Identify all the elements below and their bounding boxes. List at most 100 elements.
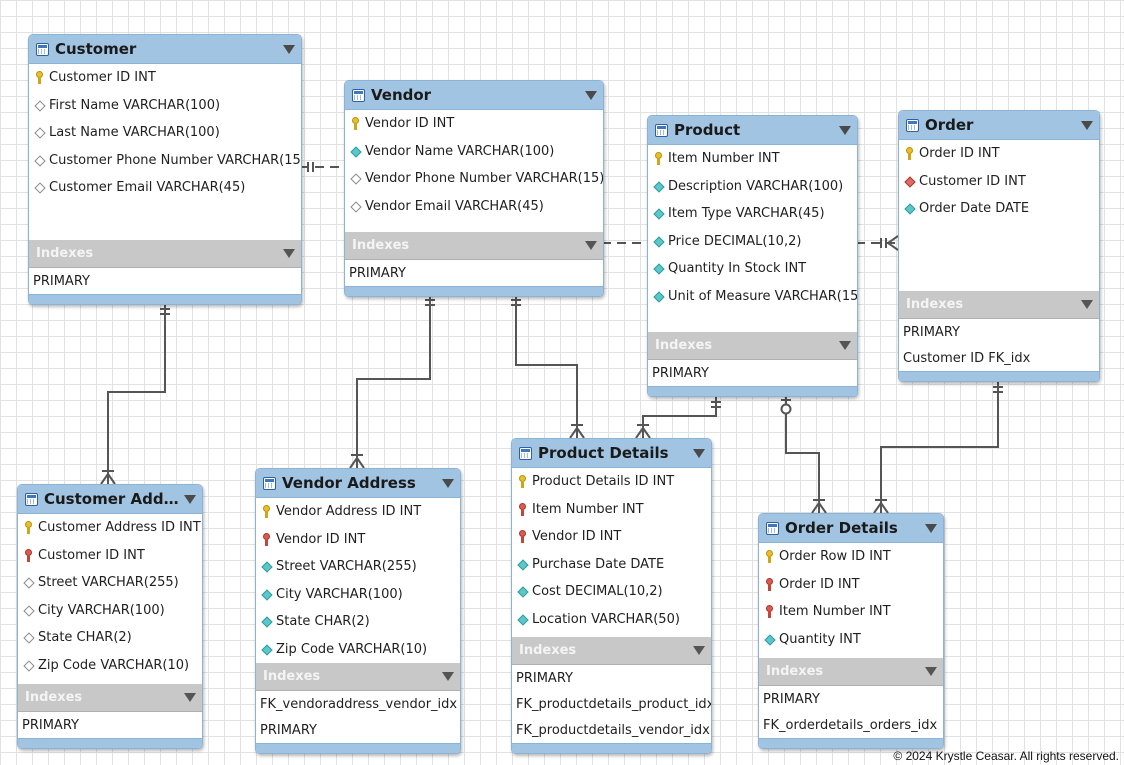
column-row[interactable]: Product Details ID INT [512, 468, 711, 496]
column-row[interactable]: Description VARCHAR(100) [648, 173, 857, 201]
column-row[interactable]: Customer Phone Number VARCHAR(15) [29, 147, 301, 175]
table-customer-address[interactable]: Customer Address Customer Address ID INT… [17, 484, 203, 749]
column-row[interactable]: Street VARCHAR(255) [18, 569, 202, 597]
table-title: Vendor [371, 86, 432, 104]
indexes-header[interactable]: Indexes [899, 291, 1099, 319]
column-row[interactable]: City VARCHAR(100) [256, 581, 460, 609]
index-row[interactable]: PRIMARY [652, 365, 709, 381]
column-row[interactable]: Order Date DATE [899, 195, 1099, 223]
column-row[interactable]: Cost DECIMAL(10,2) [512, 578, 711, 606]
column-row[interactable]: Order Row ID INT [759, 543, 943, 571]
column-row[interactable]: Item Type VARCHAR(45) [648, 200, 857, 228]
collapse-arrow-icon[interactable] [585, 90, 597, 100]
index-row[interactable]: PRIMARY [516, 670, 573, 686]
indexes-header[interactable]: Indexes [759, 658, 943, 686]
column-row[interactable]: First Name VARCHAR(100) [29, 92, 301, 120]
column-row[interactable]: City VARCHAR(100) [18, 597, 202, 625]
column-row[interactable]: Vendor Email VARCHAR(45) [345, 193, 603, 221]
indexes-header[interactable]: Indexes [512, 637, 711, 665]
collapse-arrow-icon[interactable] [442, 478, 454, 488]
table-header[interactable]: Customer Address [18, 485, 202, 514]
column-row[interactable]: Order ID INT [759, 571, 943, 599]
collapse-arrow-icon[interactable] [184, 693, 196, 702]
column-label: Vendor ID INT [365, 116, 455, 132]
table-header[interactable]: Vendor Address [256, 469, 460, 498]
index-row[interactable]: PRIMARY [260, 722, 317, 738]
column-row[interactable]: Zip Code VARCHAR(10) [256, 636, 460, 664]
column-row[interactable]: State CHAR(2) [256, 608, 460, 636]
collapse-arrow-icon[interactable] [1081, 120, 1093, 130]
table-header[interactable]: Vendor [345, 81, 603, 110]
table-header[interactable]: Product Details [512, 439, 711, 468]
collapse-arrow-icon[interactable] [283, 44, 295, 54]
index-row[interactable]: FK_vendoraddress_vendor_idx [260, 696, 458, 712]
collapse-arrow-icon[interactable] [585, 241, 597, 250]
column-row[interactable]: Unit of Measure VARCHAR(15) [648, 283, 857, 311]
column-row[interactable]: Customer Address ID INT [18, 514, 202, 542]
column-row[interactable]: Order ID INT [899, 140, 1099, 168]
table-vendor[interactable]: Vendor Vendor ID INT Vendor Name VARCHAR(… [344, 80, 604, 297]
table-footer [648, 386, 857, 396]
table-header[interactable]: Product [648, 116, 857, 145]
table-header[interactable]: Customer [29, 35, 301, 64]
column-row[interactable]: Quantity INT [759, 626, 943, 654]
collapse-arrow-icon[interactable] [925, 523, 937, 533]
not-null-diamond-icon [905, 202, 914, 215]
column-row[interactable]: Customer ID INT [29, 64, 301, 92]
column-row[interactable]: Location VARCHAR(50) [512, 606, 711, 634]
column-row[interactable]: State CHAR(2) [18, 624, 202, 652]
column-row[interactable]: Item Number INT [512, 496, 711, 524]
column-row[interactable]: Item Number INT [648, 145, 857, 173]
table-header[interactable]: Order [899, 111, 1099, 140]
column-row[interactable]: Zip Code VARCHAR(10) [18, 652, 202, 680]
column-row[interactable]: Customer ID INT [18, 542, 202, 570]
column-row[interactable]: Customer ID INT [899, 168, 1099, 196]
indexes-header[interactable]: Indexes [29, 240, 301, 268]
column-row[interactable]: Vendor ID INT [345, 110, 603, 138]
column-row[interactable]: Vendor Address ID INT [256, 498, 460, 526]
column-row[interactable]: Street VARCHAR(255) [256, 553, 460, 581]
column-row[interactable]: Vendor ID INT [512, 523, 711, 551]
collapse-arrow-icon[interactable] [184, 494, 196, 504]
column-row[interactable]: Vendor Phone Number VARCHAR(15) [345, 165, 603, 193]
column-label: Location VARCHAR(50) [532, 611, 680, 627]
table-header[interactable]: Order Details [759, 514, 943, 543]
index-row[interactable]: FK_productdetails_product_idx [516, 696, 712, 712]
column-row[interactable]: Quantity In Stock INT [648, 255, 857, 283]
column-row[interactable]: Item Number INT [759, 598, 943, 626]
index-row[interactable]: PRIMARY [22, 717, 79, 733]
indexes-header[interactable]: Indexes [648, 332, 857, 360]
collapse-arrow-icon[interactable] [283, 249, 295, 258]
column-row[interactable]: Vendor Name VARCHAR(100) [345, 138, 603, 166]
indexes-header[interactable]: Indexes [256, 663, 460, 691]
column-row[interactable]: Customer Email VARCHAR(45) [29, 174, 301, 202]
column-row[interactable]: Purchase Date DATE [512, 551, 711, 579]
column-label: Last Name VARCHAR(100) [49, 125, 220, 141]
index-row[interactable]: FK_orderdetails_orders_idx [763, 717, 938, 733]
collapse-arrow-icon[interactable] [1081, 300, 1093, 309]
indexes-header[interactable]: Indexes [345, 232, 603, 260]
collapse-arrow-icon[interactable] [925, 667, 937, 676]
index-row[interactable]: PRIMARY [903, 324, 960, 340]
collapse-arrow-icon[interactable] [442, 672, 454, 681]
index-row[interactable]: PRIMARY [763, 691, 820, 707]
index-row[interactable]: PRIMARY [349, 265, 406, 281]
relationship-product-order-details [785, 414, 820, 513]
collapse-arrow-icon[interactable] [839, 341, 851, 350]
collapse-arrow-icon[interactable] [693, 448, 705, 458]
indexes-header[interactable]: Indexes [18, 684, 202, 712]
index-row[interactable]: FK_productdetails_vendor_idx [516, 722, 710, 738]
column-row[interactable]: Vendor ID INT [256, 526, 460, 554]
collapse-arrow-icon[interactable] [693, 646, 705, 655]
collapse-arrow-icon[interactable] [839, 125, 851, 135]
index-row[interactable]: Customer ID FK_idx [903, 350, 1031, 366]
column-row[interactable]: Last Name VARCHAR(100) [29, 119, 301, 147]
index-row[interactable]: PRIMARY [33, 273, 90, 289]
column-row[interactable]: Price DECIMAL(10,2) [648, 228, 857, 256]
